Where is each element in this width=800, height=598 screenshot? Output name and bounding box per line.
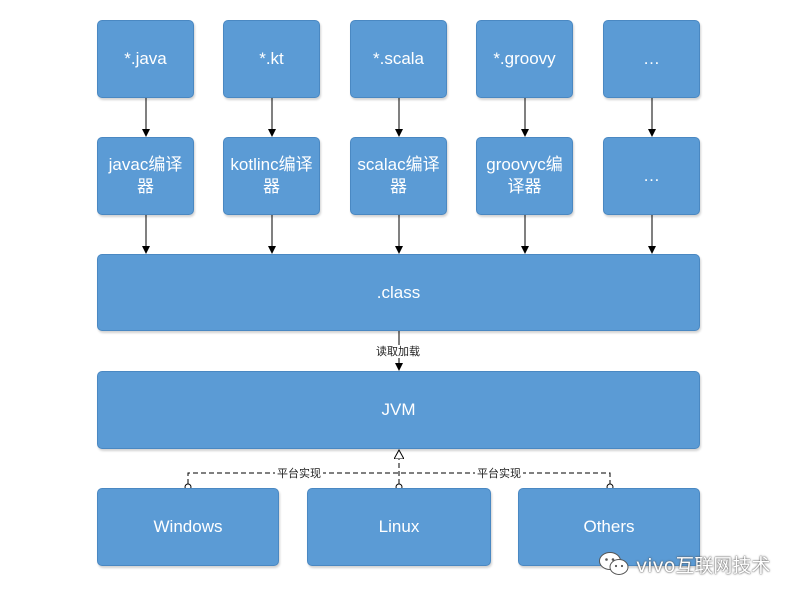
source-groovy-label: *.groovy [493, 49, 556, 68]
compiler-groovyc-label: groovyc编译器 [486, 155, 563, 196]
platform-windows-label: Windows [153, 517, 223, 536]
compiler-more-label: … [643, 166, 660, 185]
source-scala-label: *.scala [372, 49, 425, 68]
compiler-scalac-label: scalac编译器 [357, 155, 440, 196]
compiler-javac-box: javac编译器 [97, 137, 194, 215]
watermark: vivo互联网技术 [598, 550, 770, 578]
compiler-groovyc-box: groovyc编译器 [476, 137, 573, 215]
watermark-text: vivo互联网技术 [636, 554, 771, 577]
compiler-more-box: … [603, 137, 700, 215]
jvm-label: JVM [381, 400, 416, 419]
platform-windows-box: Windows [97, 488, 279, 566]
compiler-kotlinc-label: kotlinc编译器 [230, 155, 313, 196]
platform-label-left: 平台实现 [275, 467, 323, 480]
platform-others-label: Others [583, 517, 635, 536]
compiler-kotlinc-box: kotlinc编译器 [223, 137, 320, 215]
source-java-box: *.java [97, 20, 194, 98]
source-groovy-box: *.groovy [476, 20, 573, 98]
source-java-label: *.java [124, 49, 167, 68]
platform-linux-box: Linux [307, 488, 491, 566]
compiler-javac-label: javac编译器 [108, 155, 183, 196]
platform-linux-label: Linux [378, 517, 420, 536]
source-more-box: … [603, 20, 700, 98]
source-more-label: … [643, 49, 660, 68]
source-scala-box: *.scala [350, 20, 447, 98]
source-kt-box: *.kt [223, 20, 320, 98]
load-label: 读取加载 [374, 345, 422, 358]
compiler-scalac-box: scalac编译器 [350, 137, 447, 215]
class-box: .class [97, 254, 700, 331]
wechat-icon [599, 552, 629, 575]
jvm-box: JVM [97, 371, 700, 449]
platform-label-right: 平台实现 [475, 467, 523, 480]
source-kt-label: *.kt [259, 49, 284, 68]
class-label: .class [376, 282, 421, 302]
